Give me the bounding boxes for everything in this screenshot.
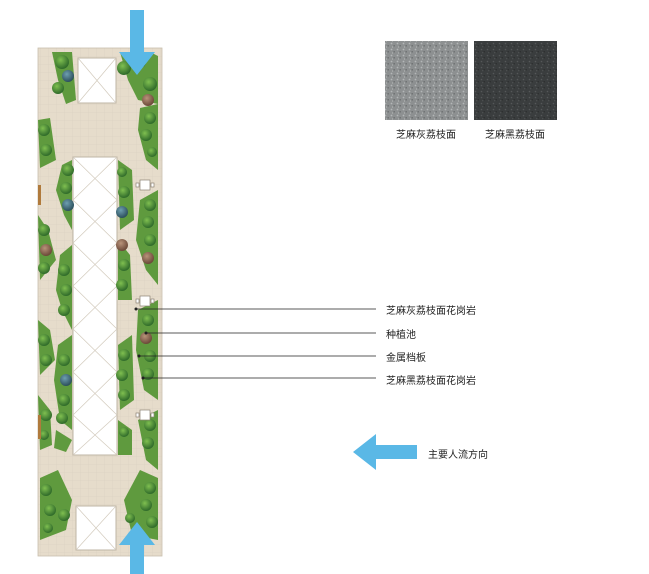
callout-leaders <box>136 308 376 379</box>
callout-black-granite: 芝麻黑荔枝面花岗岩 <box>386 376 476 387</box>
central-water-feature <box>72 156 118 456</box>
flow-legend-arrow <box>353 434 417 470</box>
swatch-grey-granite-texture <box>385 41 468 120</box>
callout-planter: 种植池 <box>386 330 416 341</box>
flow-arrow-top <box>119 10 155 75</box>
seating <box>135 179 155 421</box>
benches <box>38 185 41 439</box>
callout-dot <box>137 354 141 358</box>
trees <box>38 55 158 533</box>
swatch-black-granite-texture <box>474 41 557 120</box>
flow-legend-label: 主要人流方向 <box>428 450 488 461</box>
swatch-label-black-granite: 芝麻黑荔枝面 <box>485 130 545 141</box>
plan-edge <box>37 47 163 557</box>
callout-dot <box>144 331 148 335</box>
callout-grey-granite: 芝麻灰荔枝面花岗岩 <box>386 306 476 317</box>
swatch-label-grey-granite: 芝麻灰荔枝面 <box>396 130 456 141</box>
callout-dot <box>134 307 138 311</box>
callout-metal-edging: 金属档板 <box>386 353 426 364</box>
callout-dot <box>141 376 145 380</box>
flow-arrow-bottom <box>119 522 155 574</box>
